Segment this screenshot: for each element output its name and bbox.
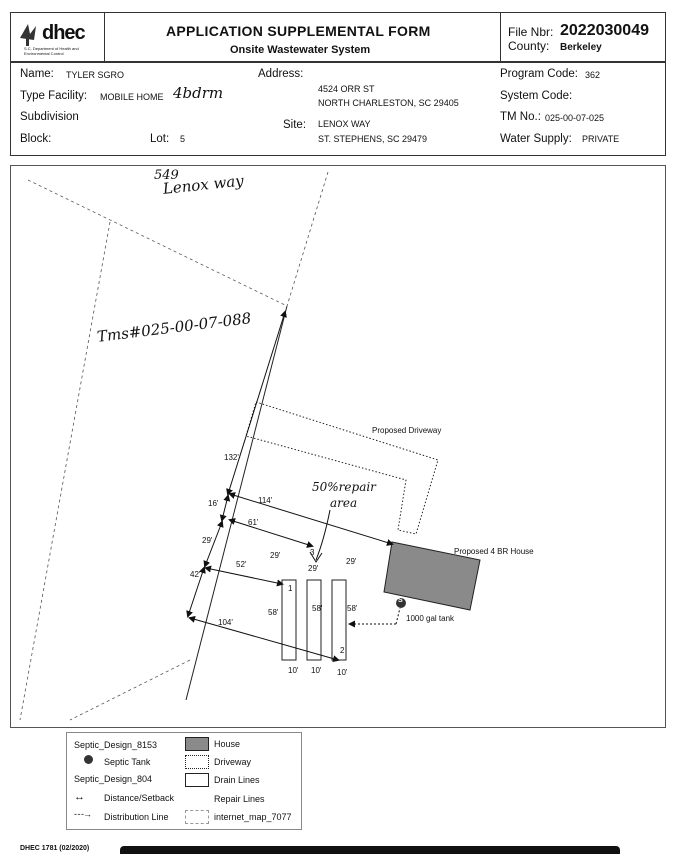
dhec-logo: dhec S.C. Department of Health and Envir…: [14, 16, 100, 58]
repair-area-arrow: [309, 509, 331, 563]
legend-septic-tank-icon: [84, 755, 93, 764]
legend-driveway: Driveway: [214, 757, 252, 767]
header-divider-left: [104, 12, 105, 62]
trench-number-3: 3: [310, 548, 315, 557]
legend-design-2: Septic_Design_804: [74, 774, 153, 784]
form-subtitle: Onsite Wastewater System: [230, 44, 371, 56]
water-supply-label: Water Supply:: [500, 133, 572, 145]
legend-house-swatch: [185, 737, 209, 751]
dim-114: 114': [258, 496, 273, 505]
distance-arrows: [186, 310, 394, 663]
logo-caption: S.C. Department of Health and Environmen…: [24, 46, 79, 56]
legend-internet-map-swatch: [185, 810, 209, 824]
system-code-label: System Code:: [500, 90, 573, 102]
dim-29-trench-1: 29': [270, 551, 281, 560]
trench-number-1: 1: [288, 584, 293, 593]
driveway-label: Proposed Driveway: [372, 426, 442, 435]
water-supply-value: PRIVATE: [582, 134, 620, 144]
footer-bar: [120, 846, 620, 854]
subdivision-label: Subdivision: [20, 111, 79, 123]
dim-10-trench-2: 10': [311, 666, 322, 675]
logo-text: dhec: [42, 22, 86, 44]
county-value: Berkeley: [560, 42, 602, 53]
header-box: [10, 12, 666, 62]
address-line2: NORTH CHARLESTON, SC 29405: [318, 98, 459, 108]
name-label: Name:: [20, 68, 54, 80]
house-shape: [383, 541, 481, 611]
type-facility-label: Type Facility:: [20, 90, 88, 102]
program-code-label: Program Code:: [500, 68, 578, 80]
legend-distance: Distance/Setback: [104, 793, 175, 803]
dim-132: 132': [224, 453, 239, 462]
dim-10-trench-1: 10': [288, 666, 299, 675]
legend-design-1: Septic_Design_8153: [74, 740, 158, 750]
drain-trench-2: [306, 579, 322, 661]
hand-repair-note: 50%repair: [312, 480, 376, 494]
legend-distance-arrow-icon: ↔: [74, 791, 85, 803]
dim-58-trench-3: 58': [347, 604, 358, 613]
site-sketch: [10, 165, 666, 728]
form-title: APPLICATION SUPPLEMENTAL FORM: [166, 23, 431, 39]
dim-29-trench-3: 29': [346, 557, 357, 566]
program-code-value: 362: [585, 70, 601, 80]
county-label: County:: [508, 39, 550, 53]
legend-septic-tank: Septic Tank: [104, 757, 151, 767]
legend-distribution: Distribution Line: [104, 812, 169, 822]
name-value: TYLER SGRO: [66, 70, 125, 80]
tm-no-value: 025-00-07-025: [545, 113, 605, 123]
file-nbr-value: 2022030049: [560, 22, 649, 39]
legend-internet-map: internet_map_7077: [214, 812, 292, 822]
site-label: Site:: [283, 119, 307, 131]
dim-10-trench-3: 10': [337, 668, 348, 677]
tank-label: 1000 gal tank: [406, 614, 455, 623]
dim-29-left: 29': [202, 536, 213, 545]
legend-driveway-swatch: [185, 755, 209, 769]
dim-52: 52': [236, 560, 247, 569]
dim-58-trench-1: 58': [268, 608, 279, 617]
tm-no-label: TM No.:: [500, 111, 541, 123]
palmetto-icon: [20, 24, 36, 46]
driveway-outline: [245, 401, 439, 535]
trench-number-2: 2: [340, 646, 345, 655]
site-line2: ST. STEPHENS, SC 29479: [318, 134, 428, 144]
property-lines: [19, 171, 329, 721]
form-id: DHEC 1781 (02/2020): [20, 845, 90, 852]
legend-drain-lines-swatch: [185, 773, 209, 787]
hand-repair-area: area: [330, 496, 358, 510]
legend-box: [66, 732, 302, 830]
type-facility-value: MOBILE HOME: [100, 92, 164, 102]
header-divider-right: [500, 12, 501, 62]
site-line1: LENOX WAY: [318, 119, 371, 129]
septic-tank-symbol: S: [398, 597, 403, 604]
hand-address-number: 549: [154, 168, 179, 183]
block-label: Block:: [20, 133, 52, 145]
type-facility-handwritten: 4bdrm: [173, 84, 224, 102]
address-line1: 4524 ORR ST: [318, 84, 375, 94]
distribution-line: [348, 607, 401, 628]
legend-repair-lines: Repair Lines: [214, 794, 265, 804]
dim-58-trench-2: 58': [312, 604, 323, 613]
legend-distribution-arrow-icon: - - -→: [74, 809, 92, 819]
lot-value: 5: [180, 134, 186, 144]
dim-42: 42': [190, 570, 201, 579]
dim-104: 104': [218, 618, 233, 627]
dim-16: 16': [208, 499, 219, 508]
dim-61: 61': [248, 518, 259, 527]
file-nbr-label: File Nbr:: [508, 25, 554, 39]
info-box: [10, 62, 666, 156]
address-label: Address:: [258, 68, 304, 80]
dim-29-trench-2: 29': [308, 564, 319, 573]
legend-drain-lines: Drain Lines: [214, 775, 260, 785]
septic-tank-icon: [396, 598, 406, 608]
house-label: Proposed 4 BR House: [454, 547, 534, 556]
lot-label: Lot:: [150, 133, 170, 145]
legend-house: House: [214, 739, 241, 749]
